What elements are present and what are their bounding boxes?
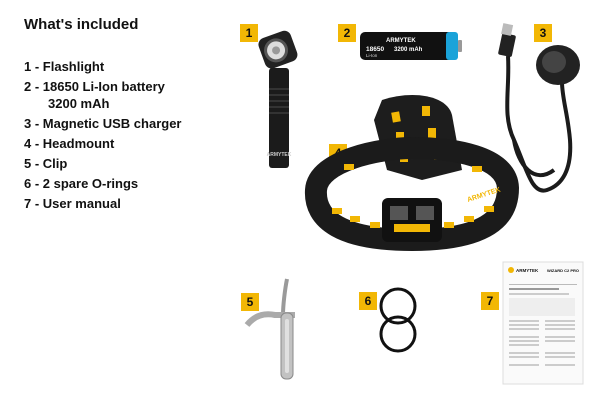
flashlight-brand: ARMYTEK [267, 152, 292, 158]
battery-capacity: 3200 mAh [394, 47, 423, 53]
battery-image: ARMYTEK 18650 Li-Ion 3200 mAh [360, 32, 462, 60]
battery-brand: ARMYTEK [386, 38, 416, 44]
battery-chem: Li-Ion [366, 53, 378, 58]
list-item: 1 - Flashlight [24, 59, 105, 74]
list-item: 5 - Clip [24, 156, 68, 171]
badge-5: 5 [241, 293, 259, 311]
usb-charger-image [498, 23, 580, 193]
clip-image [244, 278, 295, 380]
headmount-image: ARMYTEK [304, 95, 520, 252]
user-manual-image: ARMYTEK WIZARD C2 PRO [502, 261, 584, 385]
manual-brand: ARMYTEK [516, 268, 539, 273]
badge-6: 6 [359, 292, 377, 310]
badge-1: 1 [240, 24, 258, 42]
flashlight-image: ARMYTEK [258, 30, 298, 168]
o-rings-image [379, 287, 417, 353]
page-title: What's included [24, 16, 139, 33]
list-item: 6 - 2 spare O-rings [24, 176, 139, 191]
badge-2: 2 [338, 24, 356, 42]
list-item: 3 - Magnetic USB charger [24, 116, 182, 131]
list-item: 4 - Headmount [24, 136, 115, 151]
badge-3: 3 [534, 24, 552, 42]
list-item: 7 - User manual [24, 196, 121, 211]
battery-type: 18650 [366, 46, 384, 53]
manual-header: WIZARD C2 PRO [547, 268, 579, 273]
badge-7: 7 [481, 292, 499, 310]
